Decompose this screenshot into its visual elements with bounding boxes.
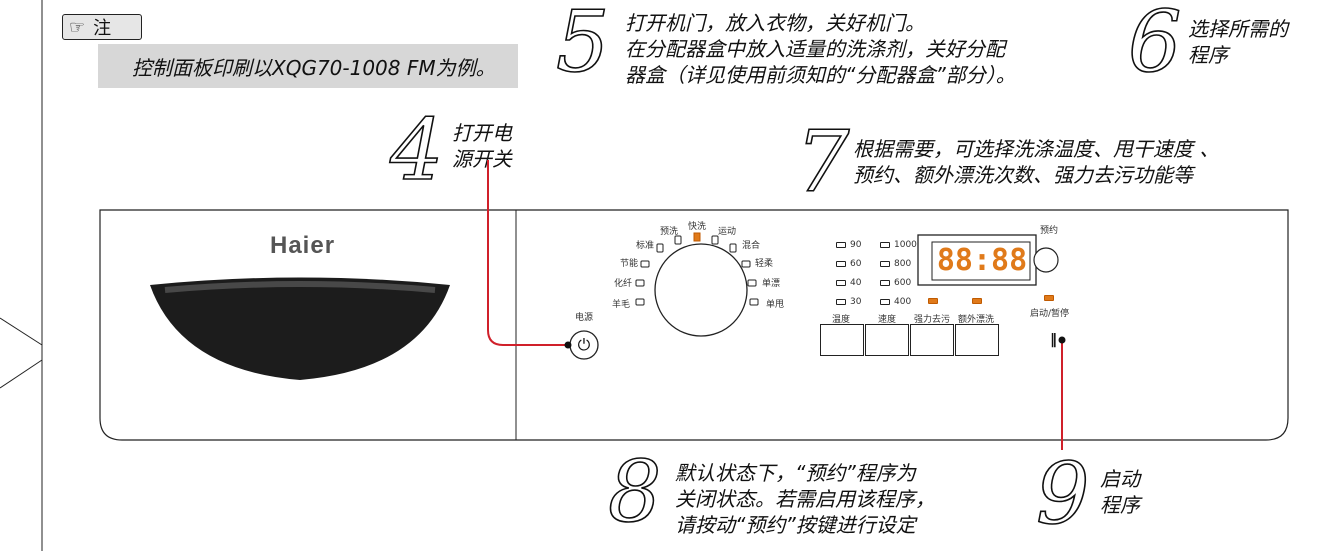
step-4-line-2: 源开关 <box>452 147 512 171</box>
intensive-button[interactable] <box>910 324 954 356</box>
program-label: 单甩 <box>766 300 785 310</box>
brand-logo: Haier <box>270 232 336 259</box>
step-5-line-1: 打开机门，放入衣物，关好机门。 <box>625 11 925 35</box>
speed-led <box>880 279 890 286</box>
step-5-line-2: 在分配器盒中放入适量的洗涤剂，关好分配 <box>625 37 1005 61</box>
temp-option: 40 <box>836 278 861 288</box>
temp-led <box>836 260 846 267</box>
intensive-indicator <box>928 298 938 304</box>
program-label: 预洗 <box>660 227 679 237</box>
power-icon: ⏻ <box>577 335 591 354</box>
speed-button[interactable] <box>865 324 909 356</box>
note-background <box>98 44 518 88</box>
note-badge: ☞ 注 <box>62 14 142 40</box>
temp-led <box>836 241 846 248</box>
speed-option: 1000 <box>880 240 917 250</box>
program-label: 标准 <box>636 241 655 251</box>
program-label: 快洗 <box>688 222 707 232</box>
note-text: 控制面板印刷以XQG70-1008 FM为例。 <box>132 56 496 80</box>
step-4-line-1: 打开电 <box>452 121 512 145</box>
program-label: 运动 <box>718 227 737 237</box>
start-indicator <box>1044 295 1054 301</box>
speed-led <box>880 298 890 305</box>
speed-led <box>880 260 890 267</box>
power-button[interactable]: ⏻ <box>570 331 598 359</box>
pause-icon[interactable]: ‖ <box>1050 332 1057 348</box>
power-label: 电源 <box>575 313 594 323</box>
program-label: 羊毛 <box>612 300 631 310</box>
button-label: 温度 <box>832 315 851 325</box>
temp-led <box>836 279 846 286</box>
step-6-line-1: 选择所需的 <box>1188 17 1288 41</box>
program-label: 混合 <box>742 241 761 251</box>
step-7-line-2: 预约、额外漂洗次数、强力去污功能等 <box>853 163 1193 187</box>
speed-option: 800 <box>880 259 911 269</box>
step-8-line-2: 关闭状态。若需启用该程序， <box>675 487 935 511</box>
start-pause-label: 启动/暂停 <box>1030 309 1070 319</box>
step-9-number: 9 <box>1035 445 1090 543</box>
step-6-line-2: 程序 <box>1188 43 1228 67</box>
step-7-text: 根据需要，可选择洗涤温度、甩干速度 、 预约、额外漂洗次数、强力去污功能等 <box>853 136 1219 188</box>
step-5-line-3: 器盒（详见使用前须知的“分配器盒”部分）。 <box>625 63 1016 87</box>
program-label: 节能 <box>620 259 639 269</box>
program-label: 化纤 <box>614 279 633 289</box>
step-9-line-2: 程序 <box>1100 493 1140 517</box>
temp-option: 30 <box>836 297 861 307</box>
button-label: 速度 <box>878 315 897 325</box>
step-4-number: 4 <box>389 101 444 199</box>
extra-rinse-button[interactable] <box>955 324 999 356</box>
speed-option: 400 <box>880 297 911 307</box>
step-8-number: 8 <box>607 443 662 541</box>
timer-display: 88:88 <box>936 243 1028 278</box>
program-label: 轻柔 <box>755 259 774 269</box>
speed-option: 600 <box>880 278 911 288</box>
delay-button[interactable] <box>1034 248 1058 272</box>
step-9-line-1: 启动 <box>1100 467 1140 491</box>
extra-rinse-indicator <box>972 298 982 304</box>
step-8-text: 默认状态下，“预约”程序为 关闭状态。若需启用该程序， 请按动“预约”按键进行设… <box>675 460 935 538</box>
delay-label: 预约 <box>1040 226 1059 236</box>
step-4-text: 打开电 源开关 <box>452 120 512 172</box>
note-label: 注 <box>93 18 112 39</box>
step-8-line-1: 默认状态下，“预约”程序为 <box>675 461 916 485</box>
step-6-number: 6 <box>1127 0 1182 91</box>
temp-option: 60 <box>836 259 861 269</box>
note-icon: ☞ <box>69 16 86 38</box>
step-6-text: 选择所需的 程序 <box>1188 16 1288 68</box>
program-label: 单漂 <box>762 279 781 289</box>
page-edge-lines <box>0 0 43 551</box>
temp-led <box>836 298 846 305</box>
temp-button[interactable] <box>820 324 864 356</box>
button-label: 额外漂洗 <box>958 315 995 325</box>
button-label: 强力去污 <box>914 315 951 325</box>
step-7-number: 7 <box>795 113 850 211</box>
step-8-line-3: 请按动“预约”按键进行设定 <box>675 513 916 537</box>
step-9-text: 启动 程序 <box>1100 466 1140 518</box>
step-5-text: 打开机门，放入衣物，关好机门。 在分配器盒中放入适量的洗涤剂，关好分配 器盒（详… <box>625 10 1016 88</box>
step-5-number: 5 <box>555 0 610 91</box>
step-7-line-1: 根据需要，可选择洗涤温度、甩干速度 、 <box>853 137 1220 161</box>
speed-led <box>880 241 890 248</box>
temp-option: 90 <box>836 240 861 250</box>
